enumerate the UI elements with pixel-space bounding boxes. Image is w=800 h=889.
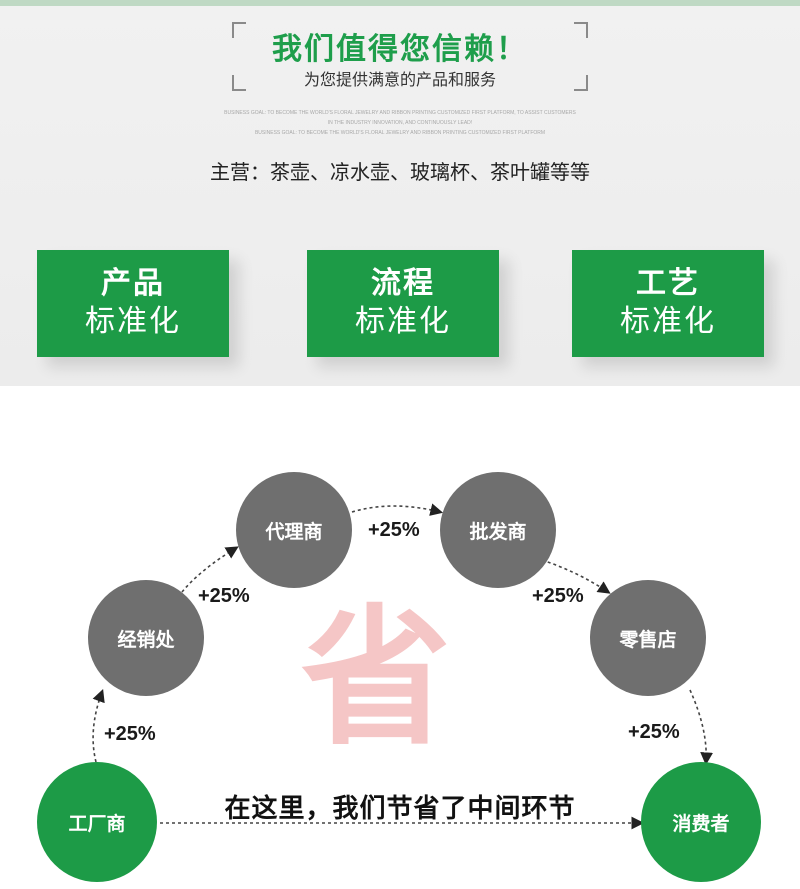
craft-standard-card: 工艺 标准化 [572,250,764,357]
corner-bracket-bottom-left [232,75,246,91]
markup-label: +25% [628,721,680,743]
arrow-agent-to-wholesaler [351,503,444,516]
retailer-label: 零售店 [619,628,677,651]
arrow-wholesaler-to-retailer [541,559,611,594]
card-subtitle: 标准化 [355,304,451,339]
consumer-node: 消费者 [641,762,761,882]
save-watermark: 省 [300,592,451,766]
corner-bracket-top-right [574,22,588,38]
factory-node: 工厂商 [37,762,157,882]
process-standard-card: 流程 标准化 [307,250,499,357]
markup-label: +25% [198,585,250,607]
subheadline: 为您提供满意的产品和服务 [303,70,496,89]
card-subtitle: 标准化 [85,304,181,339]
wholesaler-node: 批发商 [440,472,556,588]
factory-label: 工厂商 [68,812,126,835]
agent-label: 代理商 [265,520,323,543]
arrow-factory-to-distributor [92,688,105,763]
card-title: 工艺 [636,266,700,301]
card-title: 产品 [101,266,165,301]
arrow-distributor-to-agent [181,546,239,593]
main-products-text: 主营：茶壶、凉水壶、玻璃杯、茶叶罐等等 [210,160,590,184]
markup-label: +25% [104,723,156,745]
card-title: 流程 [371,266,435,301]
distributor-node: 经销处 [88,580,204,696]
business-goal-line: BUSINESS GOAL: TO BECOME THE WORLD'S FLO… [224,110,576,116]
headline: 我们值得您信赖！ [272,32,528,67]
markup-label: +25% [532,585,584,607]
arrow-retailer-to-consumer [689,689,713,766]
consumer-label: 消费者 [672,812,730,835]
distributor-label: 经销处 [117,628,175,651]
business-goal-line: BUSINESS GOAL: TO BECOME THE WORLD'S FLO… [254,130,546,136]
wholesaler-label: 批发商 [469,520,527,543]
card-subtitle: 标准化 [620,304,716,339]
business-goal-text: BUSINESS GOAL: TO BECOME THE WORLD'S FLO… [200,108,600,138]
corner-bracket-top-left [232,22,246,38]
product-standard-card: 产品 标准化 [37,250,229,357]
corner-bracket-bottom-right [574,75,588,91]
savings-slogan: 在这里，我们节省了中间环节 [224,794,576,824]
retailer-node: 零售店 [590,580,706,696]
markup-label: +25% [368,519,420,541]
business-goal-line: IN THE INDUSTRY INNOVATION, AND CONTINUO… [327,120,473,126]
agent-node: 代理商 [236,472,352,588]
top-accent-strip [0,0,800,6]
